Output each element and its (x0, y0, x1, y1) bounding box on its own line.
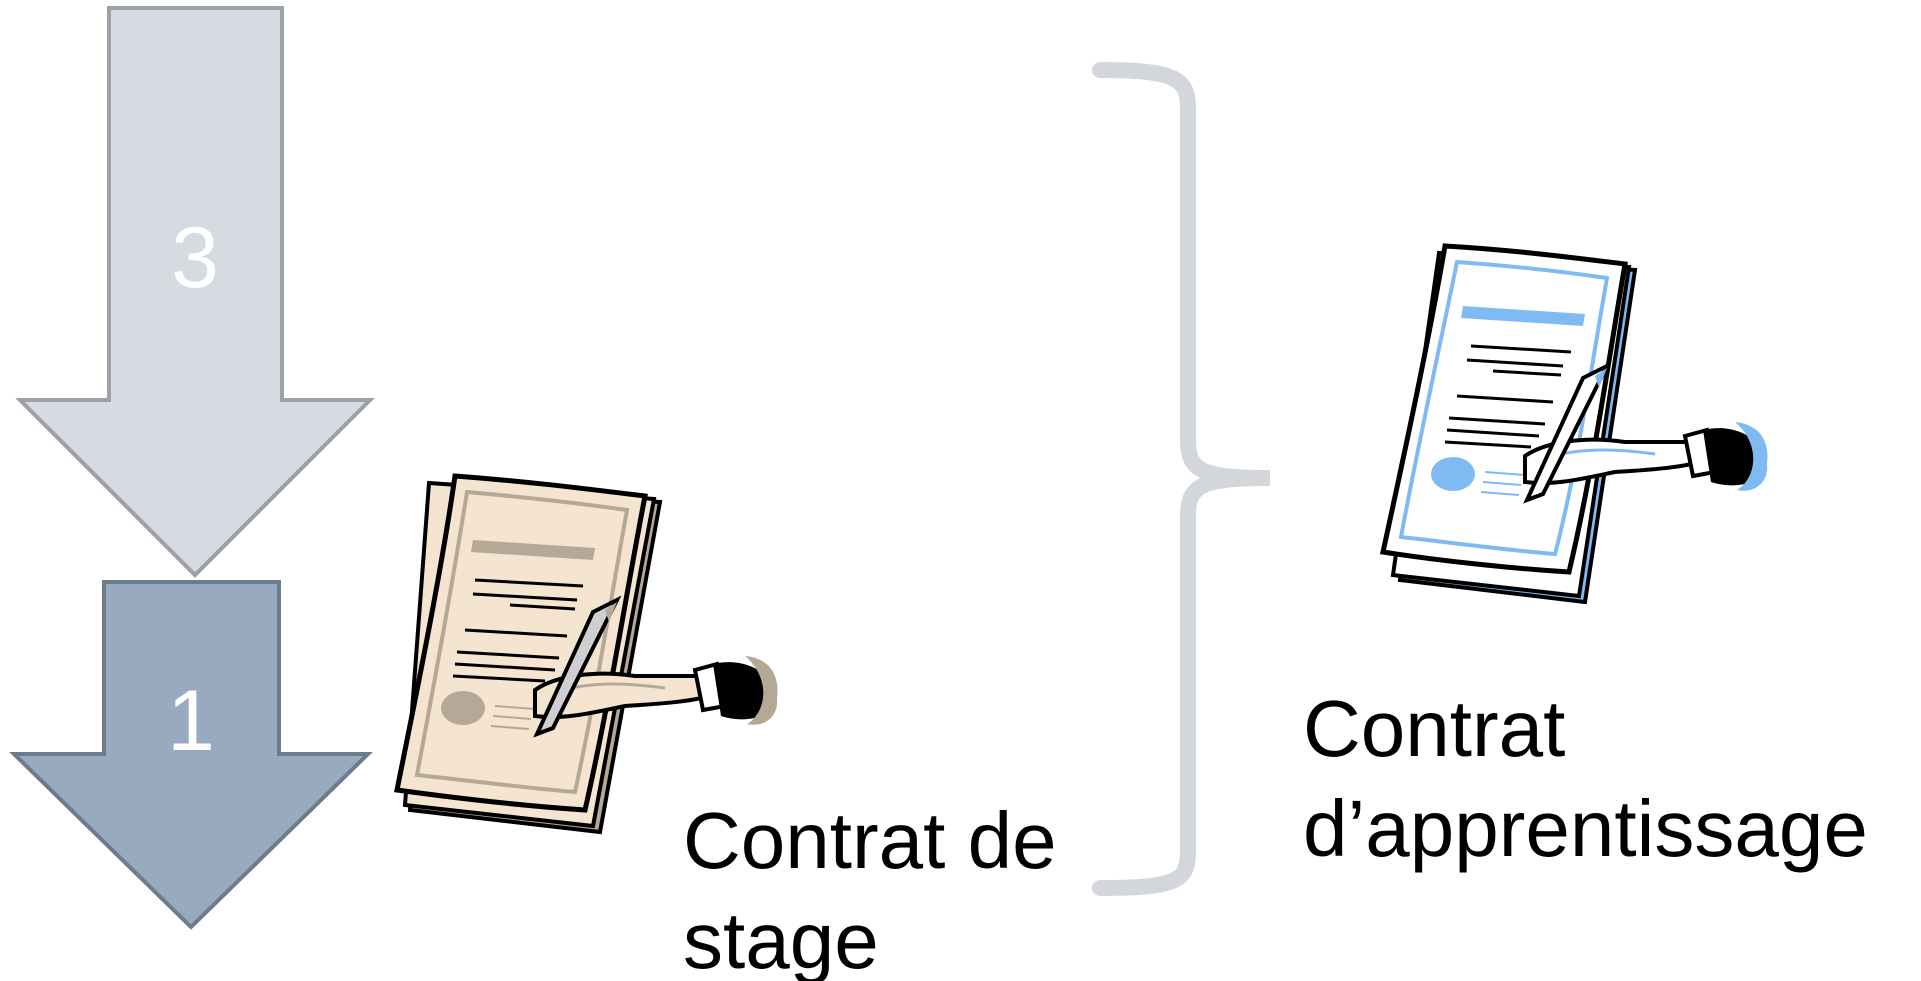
arrow-1-shape (9, 580, 373, 930)
arrow-step-3: 3 (15, 6, 375, 578)
apprentice-contract-label-line1: Contrat (1303, 684, 1565, 773)
arrow-step-1: 1 (9, 580, 373, 930)
apprentice-contract-label-line2: d’apprentissage (1303, 784, 1868, 873)
stage-contract-label-line1: Contrat de (683, 796, 1057, 885)
apprentice-contract-icon (1379, 243, 1768, 605)
curly-brace (1092, 62, 1271, 896)
stage-contract-icon (394, 473, 778, 835)
arrow-3-number: 3 (171, 210, 219, 306)
arrow-3-shape (15, 6, 375, 578)
arrow-1-number: 1 (167, 673, 215, 769)
stage-contract-label-line2: stage (683, 896, 879, 981)
